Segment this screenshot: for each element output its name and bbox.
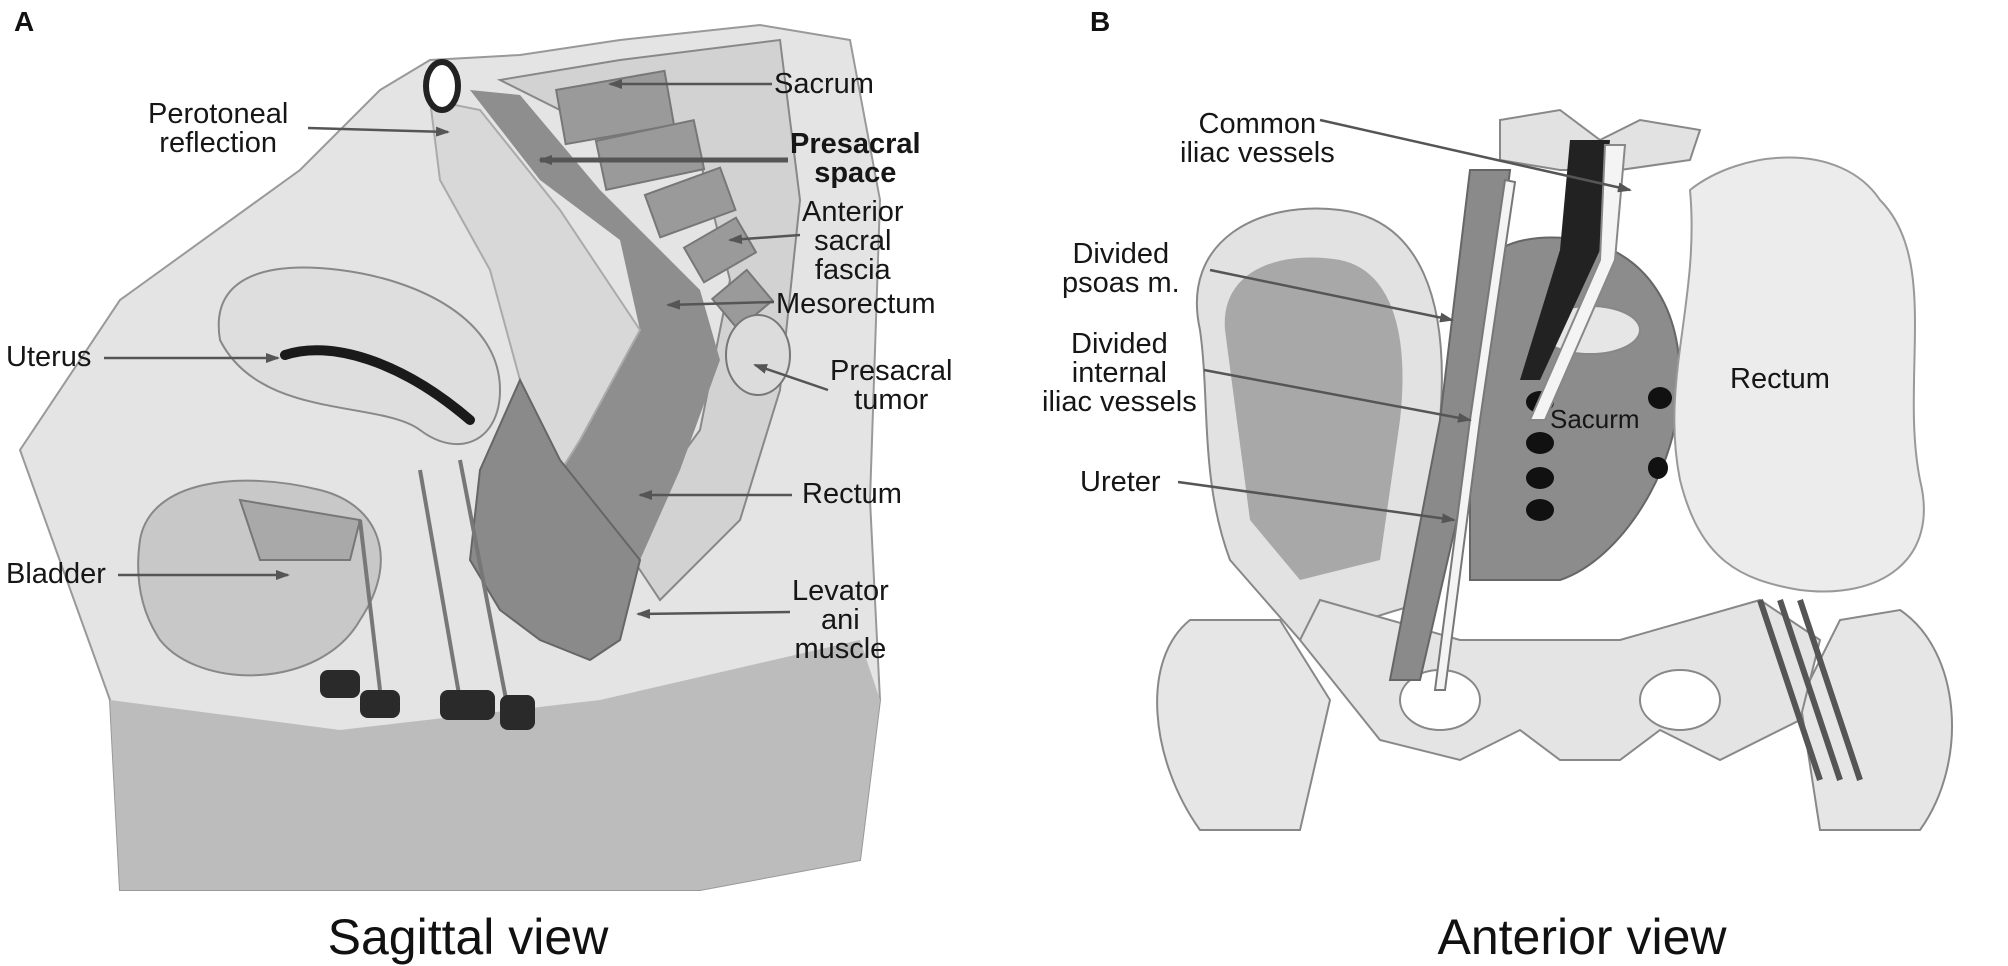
panel-b-leader-lines <box>1177 118 1632 524</box>
rectum-bulge <box>1673 156 1925 593</box>
label-sacrum: Sacrum <box>774 68 874 100</box>
label-rectum-b: Rectum <box>1730 363 1830 395</box>
panel-a-sagittal: A <box>0 0 1000 966</box>
leader-peritoneal-reflection <box>307 126 450 137</box>
leader-mesorectum <box>666 299 775 310</box>
leader-divided-psoas <box>1209 268 1454 323</box>
label-divided-psoas: Divided psoas m. <box>1062 238 1180 299</box>
label-peritoneal-reflection: Perotoneal reflection <box>148 98 289 159</box>
label-anterior-sacral-fascia: Anterior sacral fascia <box>802 196 904 286</box>
perineal-tissue <box>110 640 880 890</box>
right-pelvic-vessels <box>1757 599 1863 781</box>
label-divided-internal-iliac: Divided internal iliac vessels <box>1042 328 1197 418</box>
label-ureter: Ureter <box>1080 466 1161 498</box>
label-bladder: Bladder <box>6 558 106 590</box>
leader-common-iliac <box>1319 118 1632 193</box>
peritoneal-reflection-ring <box>423 59 461 113</box>
common-iliac-vein <box>1520 140 1610 380</box>
bladder-lumen <box>238 498 362 561</box>
anterior-illustration <box>1156 108 1953 831</box>
panel-b-letter: B <box>1090 6 1111 37</box>
label-levator-ani: Levator ani muscle <box>792 575 889 665</box>
right-obturator <box>1639 669 1721 731</box>
common-iliac-artery <box>1528 144 1627 421</box>
panel-b-anterior: B <box>1000 0 2008 966</box>
presacral-tumor <box>725 314 791 396</box>
leader-levator-ani <box>636 608 791 619</box>
caption-anterior-view: Anterior view <box>1437 909 1727 965</box>
label-presacral-tumor: Presacral tumor <box>830 355 953 416</box>
left-femur-head <box>1156 619 1332 831</box>
presacral-space <box>470 90 720 640</box>
panel-a-letter: A <box>14 6 35 37</box>
label-sacrum-b: Sacurm <box>1550 404 1640 434</box>
psoas-muscle <box>1388 169 1512 681</box>
label-uterus: Uterus <box>6 341 92 373</box>
pelvic-canal <box>358 459 512 721</box>
label-mesorectum: Mesorectum <box>776 288 936 320</box>
left-iliacus <box>1224 257 1403 580</box>
leader-divided-internal-iliac <box>1203 368 1472 423</box>
label-presacral-space: Presacral space <box>790 128 921 189</box>
perineal-dark-marks <box>320 670 535 730</box>
leader-presacral-tumor <box>753 363 829 392</box>
rectum <box>468 377 642 662</box>
leader-ureter <box>1177 480 1456 524</box>
label-common-iliac: Common iliac vessels <box>1180 108 1335 169</box>
label-rectum: Rectum <box>802 478 902 510</box>
uterine-cavity <box>280 345 475 425</box>
pubic-arch <box>1298 598 1822 762</box>
leader-anterior-sacral-fascia <box>728 233 801 245</box>
panel-a-leader-lines <box>104 79 829 619</box>
caption-sagittal-view: Sagittal view <box>327 909 609 965</box>
vertebrae <box>554 69 791 378</box>
sagittal-illustration <box>18 23 882 891</box>
